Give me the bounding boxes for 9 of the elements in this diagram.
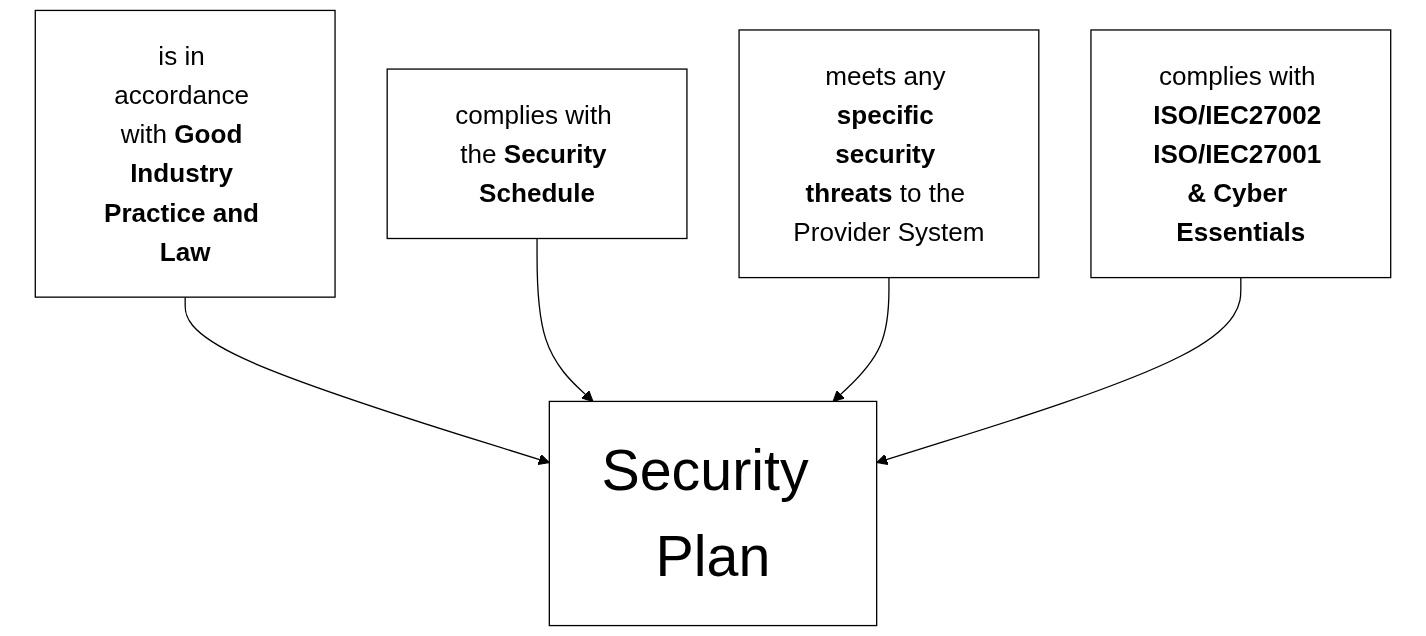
node-box: Security Plan: [548, 400, 878, 627]
node-box: complies with the Security Schedule: [386, 68, 688, 240]
arrow: [876, 276, 1242, 465]
node-box: complies with ISO/IEC27002 ISO/IEC27001 & Cyber Essentials: [1090, 29, 1392, 279]
node-box: meets any specific security threats to the Provider System: [738, 29, 1040, 279]
arrow: [832, 276, 890, 402]
arrow: [536, 237, 594, 402]
arrow: [184, 296, 550, 465]
node-box: is in accordance with Good Industry Practice and Law: [34, 9, 336, 298]
